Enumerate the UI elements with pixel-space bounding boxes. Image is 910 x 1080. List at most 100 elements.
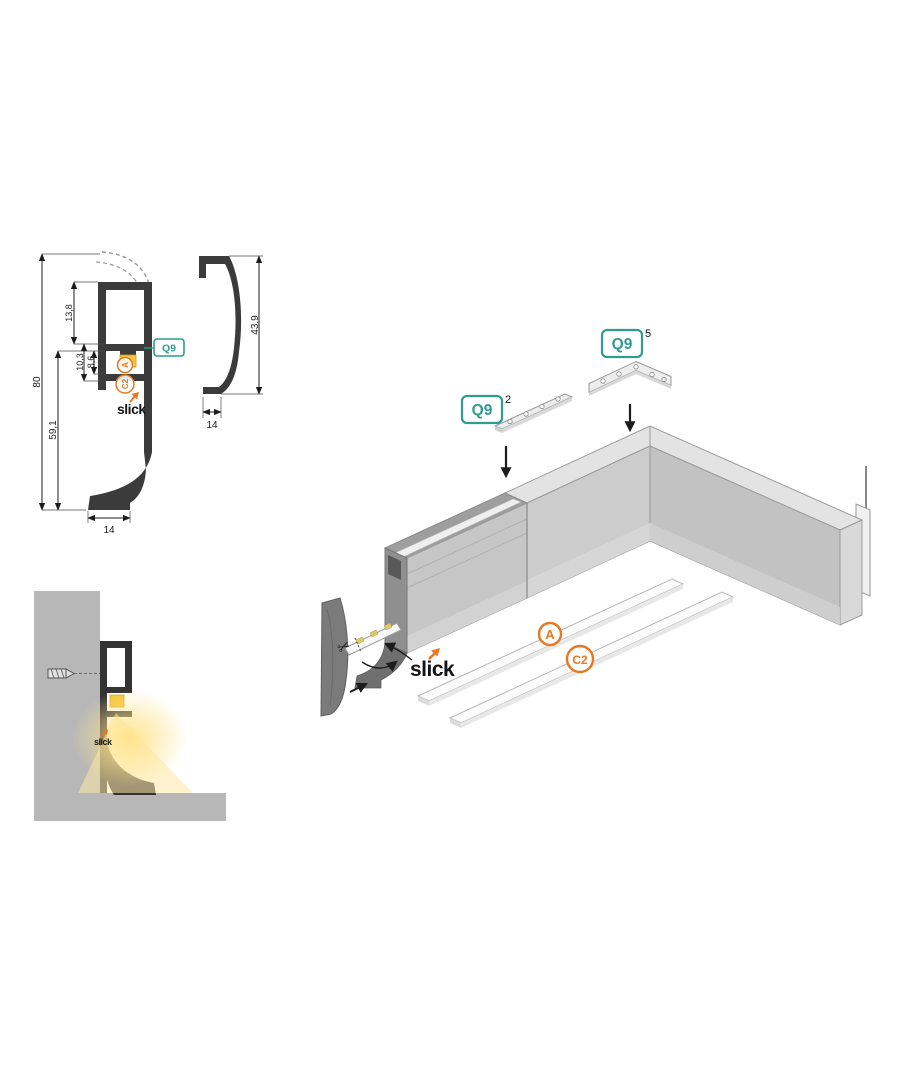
q9-badge (460, 394, 504, 425)
slick-logo-small: slick (94, 729, 114, 747)
profile-shelf-upper (107, 687, 132, 693)
cover-badges: A C2 (115, 356, 135, 394)
corner-profile-assembly (503, 425, 864, 626)
screw-tip (65, 668, 76, 679)
cover-a-label: A (121, 362, 130, 368)
cover-c2-callout: C2 (565, 644, 595, 674)
q9-badge-label: Q9 (612, 336, 633, 353)
dimension-lines: 80 59,1 13,8 10,3 (32, 253, 131, 536)
connector-hole (523, 411, 529, 417)
cover-a-callout: A (537, 621, 563, 647)
end-cap (320, 597, 368, 717)
dim-10-3-label: 10,3 (75, 353, 85, 371)
q9-badge-label: Q9 (472, 402, 493, 419)
dim-13-8-label-wrap: 13,8 (64, 304, 74, 322)
profile-side-view-drawing: 43,9 14 (185, 240, 300, 445)
q9-badge-label: Q9 (162, 343, 176, 355)
profile-top-cap (100, 641, 132, 648)
base-curved-foot (354, 642, 408, 689)
end-cap-contour (326, 608, 334, 707)
side-profile-body (199, 256, 242, 394)
cover-a-badge (116, 356, 134, 374)
connector-hole (507, 418, 513, 425)
dim-59-1-label-wrap: 59,1 (48, 420, 59, 440)
base-flare-band (407, 581, 527, 653)
end-cap-body (320, 597, 349, 717)
slick-arrow-head-icon (103, 729, 108, 735)
profile-front-wall (125, 641, 132, 691)
q9-qty-superscript: 2 (505, 394, 511, 406)
exploded-corner-assembly-drawing: ✂ A C2 (300, 318, 910, 793)
q9-badge (600, 328, 644, 359)
q9-qty-superscript: 5 (645, 328, 651, 340)
wall-mounting-illustration: slick (18, 583, 243, 833)
dim-8-6-label-wrap: 8,6 (86, 356, 96, 369)
channel-shadow (388, 555, 401, 580)
profile-left-wall (98, 282, 106, 390)
slick-arrow-head-icon (431, 648, 440, 657)
led-strip-base (120, 351, 136, 355)
brand-leader-arrow (383, 642, 413, 661)
screw-thread (55, 668, 60, 679)
cover-a-label: A (545, 627, 555, 642)
dim-14-label: 14 (206, 420, 218, 431)
slick-logo-3d: slick (383, 642, 456, 681)
cover-c2-badge (115, 374, 135, 394)
insert-arrow-icon (361, 660, 398, 672)
wall-mount-svg: slick (34, 591, 226, 821)
connector-hole (555, 396, 561, 402)
cover-c2-label: C2 (121, 378, 130, 389)
exploded-svg: ✂ A C2 (320, 328, 871, 728)
side-view-svg: 43,9 14 (199, 255, 263, 431)
cover-a-label-wrap: A (121, 362, 130, 368)
profile-right-wall (144, 282, 152, 452)
strip-c2-end (450, 718, 461, 728)
dim-43-9-label-wrap: 43,9 (250, 315, 261, 335)
screw-icon (47, 668, 100, 679)
slick-logo-text: slick (117, 401, 146, 417)
connector-hole (600, 378, 606, 384)
corner-connector-group: Q9 5 (588, 328, 672, 433)
cut-line (354, 637, 362, 653)
led-chip (369, 629, 379, 638)
q9-badge (153, 338, 185, 357)
straight-connector-group: Q9 2 (460, 393, 574, 479)
dim-13-8-label: 13,8 (64, 304, 74, 322)
connector-hole (633, 364, 639, 370)
slick-arrow-head-icon (131, 392, 139, 400)
slick-logo-text: slick (410, 658, 455, 681)
slick-logo-text: slick (94, 737, 113, 747)
screw-thread (60, 668, 65, 679)
profile-top-cap (98, 282, 152, 290)
extrusion-ridge (406, 518, 528, 575)
straight-connector-end (495, 426, 502, 433)
connector-hole (616, 371, 622, 377)
connector-hole (539, 403, 545, 410)
cover-c2-label-wrap: C2 (121, 378, 130, 389)
q9-callout: Q9 (144, 338, 185, 357)
cover-c2-badge (565, 644, 595, 674)
right-leg-end-face (839, 519, 863, 626)
end-cap-arrow-icon (349, 683, 368, 693)
cross-section-svg: 80 59,1 13,8 10,3 (32, 251, 185, 536)
dim-80-label-wrap: 80 (32, 376, 43, 388)
dim-8-6-label: 8,6 (86, 356, 96, 369)
profile-shelf-upper (106, 344, 144, 351)
slick-logo: slick (117, 392, 147, 417)
connector-hole (649, 371, 655, 378)
floor-slab (34, 793, 226, 821)
left-leg-flare-band (527, 523, 650, 598)
screw-thread (50, 668, 55, 679)
dim-80-label: 80 (32, 376, 43, 388)
cover-a-badge (537, 621, 563, 647)
right-leg-flare-band (650, 523, 840, 625)
dim-14-label: 14 (103, 525, 115, 536)
dim-43-9-label: 43,9 (250, 315, 261, 335)
cover-c2-label: C2 (572, 653, 588, 667)
profile-cross-section-drawing: 80 59,1 13,8 10,3 (18, 238, 203, 548)
connector-hole (661, 376, 667, 383)
straight-connector-edge (502, 397, 572, 433)
dim-59-1-label: 59,1 (48, 420, 59, 440)
strip-c2-edge (461, 597, 733, 728)
